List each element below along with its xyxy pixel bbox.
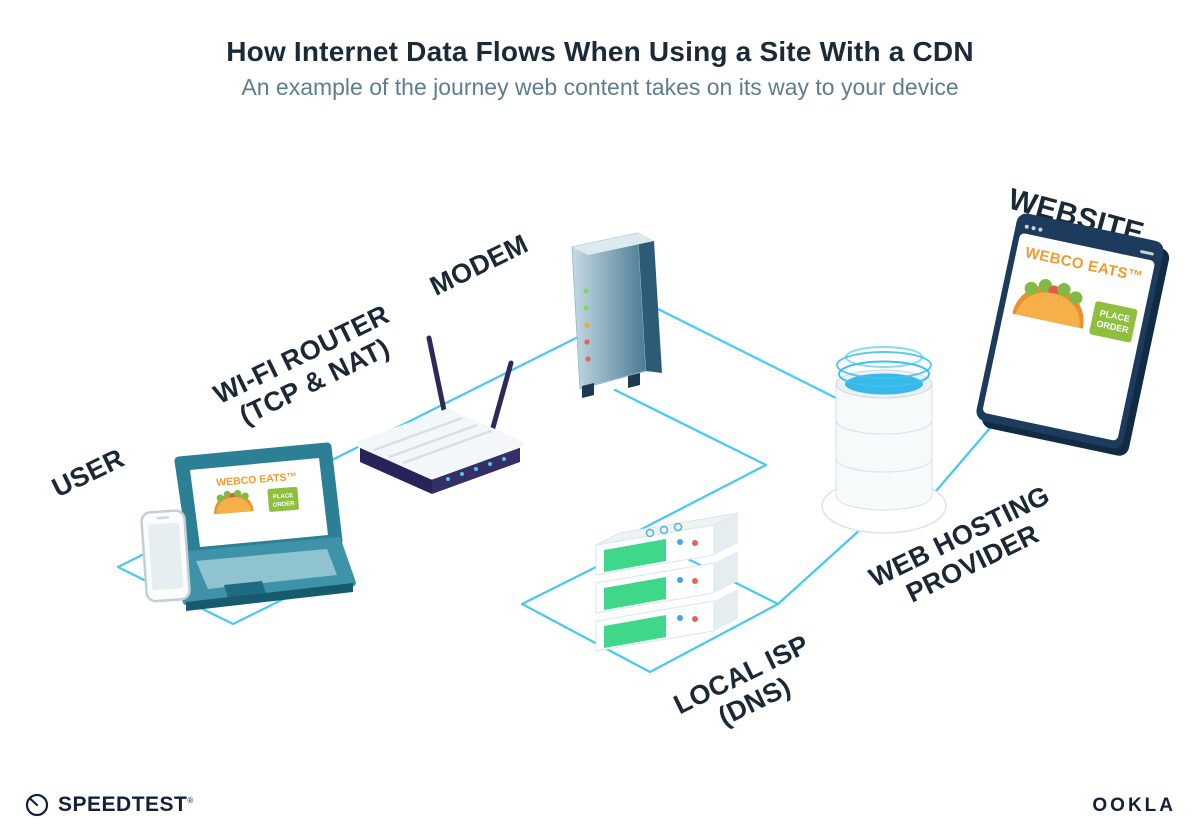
server-vent-green-1 <box>604 539 666 572</box>
hosting-database <box>821 346 947 534</box>
modem-foot-left <box>582 383 594 398</box>
modem-top-face <box>572 233 654 255</box>
server-led-blue-2 <box>677 577 683 583</box>
browser-dot-icon <box>1031 225 1036 231</box>
modem-leds <box>583 288 591 362</box>
laptop-order-button <box>267 486 299 512</box>
user-laptop: WEBCO EATS™ PLACE ORDER <box>165 442 356 611</box>
server-vent-green-3 <box>604 615 666 648</box>
db-cylinder-middle <box>835 419 933 473</box>
modem-side-face <box>638 233 662 373</box>
place-order-button: PLACE ORDER <box>1089 300 1138 343</box>
svg-text:ORDER: ORDER <box>273 501 296 509</box>
speedtest-gauge-icon <box>25 793 49 817</box>
modem-to-hosting-line <box>646 302 864 413</box>
laptop-front-edge <box>186 583 353 611</box>
modem-device <box>571 232 662 398</box>
taco-illustration <box>1012 279 1084 329</box>
isp-server <box>595 512 739 652</box>
db-water <box>845 373 923 395</box>
db-cylinder-bottom <box>835 457 933 511</box>
laptop-taco-illustration <box>214 489 254 515</box>
server-led-blue-3 <box>677 615 683 621</box>
page-title: How Internet Data Flows When Using a Sit… <box>226 36 974 67</box>
modem-foot-right <box>628 373 640 388</box>
router-front-face <box>360 444 432 494</box>
server-vent-green-2 <box>604 577 666 610</box>
browser-menu-icon <box>1139 249 1155 256</box>
laptop-screen <box>190 458 328 547</box>
page-subtitle: An example of the journey web content ta… <box>241 74 959 100</box>
router-ridges <box>373 416 492 465</box>
phone-speaker <box>156 516 170 520</box>
router-top-face <box>356 408 524 480</box>
db-ripple-1 <box>838 360 930 388</box>
server-led-red-2 <box>692 578 698 584</box>
modem-to-isp-line <box>613 388 768 534</box>
server-top-buttons <box>645 522 683 538</box>
ookla-logo: OOKLA <box>1092 795 1176 816</box>
modem-front-face <box>571 232 647 390</box>
svg-text:PLACE: PLACE <box>273 493 294 501</box>
server-led-blue-1 <box>677 539 683 545</box>
trademark-mark: ® <box>187 796 194 805</box>
phone-screen <box>148 522 184 591</box>
website-browser: WEBCO EATS™ PLACE ORDER <box>974 211 1166 451</box>
db-ripple-2 <box>836 351 932 379</box>
laptop-screen-content: WEBCO EATS™ PLACE ORDER <box>214 471 299 515</box>
website-screen: WEBCO EATS™ PLACE ORDER <box>982 232 1156 442</box>
laptop-trackpad <box>224 581 266 598</box>
db-ripple-3 <box>845 346 923 368</box>
server-led-red-3 <box>692 616 698 622</box>
laptop-keyboard <box>196 549 337 589</box>
browser-dot-icon <box>1024 224 1030 230</box>
speedtest-wordmark: SPEEDTEST® <box>58 793 194 816</box>
router-status-lights <box>446 457 506 481</box>
browser-dot-icon <box>1038 227 1043 233</box>
wifi-router <box>356 335 524 494</box>
speedtest-logo: SPEEDTEST® <box>24 792 194 818</box>
hosting-to-website-line <box>928 426 992 500</box>
isp-to-hosting-line <box>776 526 864 606</box>
user-phone <box>140 509 191 603</box>
server-led-red-1 <box>692 540 698 546</box>
